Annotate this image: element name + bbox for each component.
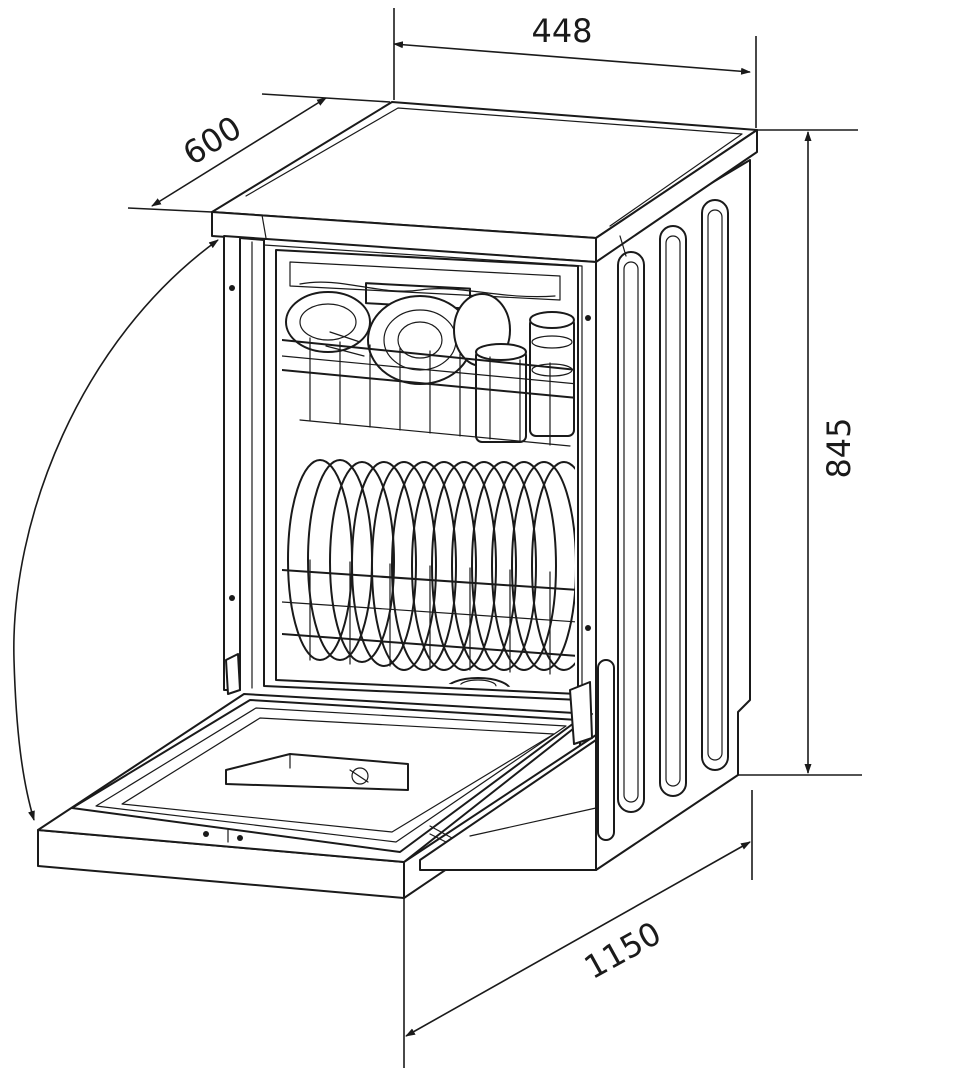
depth-extension-front — [127, 207, 213, 213]
dishwasher-drawing — [37, 101, 758, 899]
lower-basket — [282, 559, 575, 675]
height-label: 845 — [820, 417, 858, 478]
upper-basket — [282, 331, 575, 447]
upper-rack-dishes — [285, 291, 575, 443]
width-label: 448 — [531, 12, 592, 50]
lower-rack-plates — [282, 459, 575, 690]
worktop-side-edge — [595, 129, 758, 263]
door-swing-arc — [13, 239, 219, 821]
open-depth-dimension-line — [405, 841, 751, 1037]
depth-dimension-line — [151, 97, 327, 207]
depth-label: 600 — [176, 108, 248, 173]
side-panel-ribs — [597, 199, 729, 841]
width-dimension-line — [393, 41, 751, 75]
open-depth-label: 1150 — [578, 914, 668, 987]
